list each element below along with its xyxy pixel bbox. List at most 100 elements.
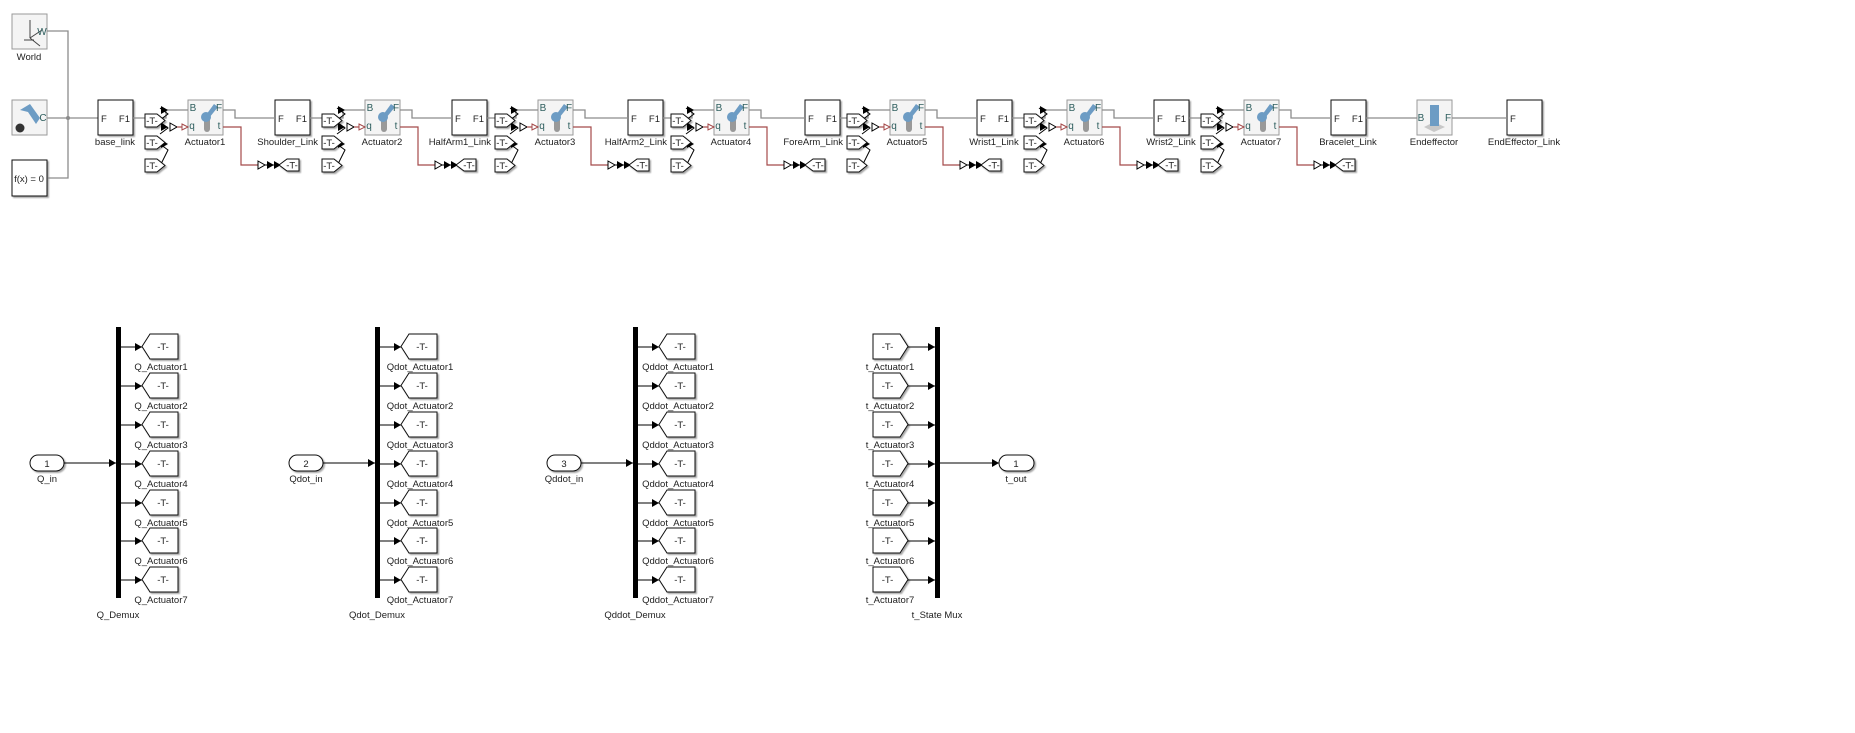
goto-tag[interactable]: -T- — [980, 158, 1002, 172]
goto-tag[interactable]: -T- — [658, 372, 696, 399]
from-tag[interactable]: -T- — [321, 158, 343, 173]
input-mux-actuator7[interactable] — [1213, 106, 1246, 171]
inport-number: 2 — [303, 459, 308, 470]
goto-tag[interactable]: -T- — [658, 333, 696, 360]
port-f: F — [216, 103, 222, 114]
input-mux-actuator6[interactable] — [1036, 106, 1069, 171]
from-tag[interactable]: -T- — [1023, 135, 1045, 150]
goto-tag[interactable]: -T- — [658, 489, 696, 516]
inport-label: Qddot_in — [545, 474, 584, 485]
from-tag[interactable]: -T- — [872, 372, 909, 399]
from-tag[interactable]: -T- — [872, 450, 909, 477]
from-tag[interactable]: -T- — [846, 135, 868, 150]
goto-tag[interactable]: -T- — [400, 489, 438, 516]
goto-tag[interactable]: -T- — [400, 450, 438, 477]
from-tag[interactable]: -T- — [846, 113, 868, 128]
goto-tag[interactable]: -T- — [455, 158, 477, 172]
from-tag[interactable]: -T- — [321, 135, 343, 150]
from-tag[interactable]: -T- — [494, 158, 516, 173]
goto-tag[interactable]: -T- — [400, 411, 438, 438]
from-tag[interactable]: -T- — [144, 135, 166, 150]
port-b: B — [540, 103, 547, 114]
from-tag[interactable]: -T- — [872, 411, 909, 438]
goto-tag[interactable]: -T- — [278, 158, 300, 172]
from-tag[interactable]: -T- — [1200, 135, 1222, 150]
mux-group-3[interactable]: t_State Mux-T-t_Actuator1-T-t_Actuator2-… — [866, 327, 1035, 621]
tag-shape — [846, 135, 868, 150]
solver-config-block[interactable]: f(x) = 0 — [11, 159, 48, 197]
from-tag[interactable]: -T- — [1023, 113, 1045, 128]
goto-tag[interactable]: -T- — [141, 333, 179, 360]
tag-shape — [872, 372, 909, 399]
goto-tag[interactable]: -T- — [658, 411, 696, 438]
goto-tag[interactable]: -T- — [400, 372, 438, 399]
input-mux-actuator3[interactable] — [507, 106, 540, 171]
input-mux-actuator4[interactable] — [683, 106, 716, 171]
from-tag[interactable]: -T- — [670, 113, 692, 128]
from-tag[interactable]: -T- — [846, 158, 868, 173]
from-tag[interactable]: -T- — [872, 566, 909, 593]
demux-group-2[interactable]: Qddot_Demux3Qddot_in-T-Qddot_Actuator1-T… — [545, 327, 714, 621]
goto-tag[interactable]: -T- — [141, 527, 179, 554]
from-tag[interactable]: -T- — [1023, 158, 1045, 173]
physical-connection — [749, 109, 805, 119]
torque-line — [1279, 126, 1314, 166]
goto-tag[interactable]: -T- — [141, 566, 179, 593]
goto-tag[interactable]: -T- — [1157, 158, 1179, 172]
from-tag[interactable]: -T- — [494, 113, 516, 128]
from-tag[interactable]: -T- — [144, 113, 166, 128]
tag-shape — [141, 489, 179, 516]
from-tag[interactable]: -T- — [144, 158, 166, 173]
port-t: t — [744, 121, 747, 132]
mechanism-config-block[interactable]: C — [11, 99, 48, 136]
input-mux-actuator2[interactable] — [334, 106, 367, 171]
input-mux-actuator1[interactable] — [157, 106, 190, 171]
goto-tag[interactable]: -T- — [141, 411, 179, 438]
input-mux-actuator5[interactable] — [859, 106, 892, 171]
goto-tag[interactable]: -T- — [141, 489, 179, 516]
goto-tag[interactable]: -T- — [658, 566, 696, 593]
goto-tag[interactable]: -T- — [400, 333, 438, 360]
from-tag[interactable]: -T- — [670, 135, 692, 150]
from-tag[interactable]: -T- — [872, 489, 909, 516]
demux-group-1[interactable]: Qdot_Demux2Qdot_in-T-Qdot_Actuator1-T-Qd… — [288, 327, 453, 621]
from-tag[interactable]: -T- — [670, 158, 692, 173]
goto-tag[interactable]: -T- — [658, 527, 696, 554]
goto-tag[interactable]: -T- — [1334, 158, 1356, 172]
tag-shape — [321, 135, 343, 150]
goto-tag[interactable]: -T- — [400, 527, 438, 554]
goto-tag[interactable]: -T- — [141, 372, 179, 399]
from-tag[interactable]: -T- — [321, 113, 343, 128]
from-tag[interactable]: -T- — [872, 527, 909, 554]
goto-tag[interactable]: -T- — [658, 450, 696, 477]
goto-tag[interactable]: -T- — [141, 450, 179, 477]
goto-tag[interactable]: -T- — [628, 158, 650, 172]
demux-group-0[interactable]: Q_Demux1Q_in-T-Q_Actuator1-T-Q_Actuator2… — [29, 327, 188, 621]
goto-tag[interactable]: -T- — [804, 158, 826, 172]
from-tag[interactable]: -T- — [872, 333, 909, 360]
from-tag[interactable]: -T- — [1200, 113, 1222, 128]
from-tag[interactable]: -T- — [494, 135, 516, 150]
goto-tag[interactable]: -T- — [400, 566, 438, 593]
from-tag[interactable]: -T- — [1200, 158, 1222, 173]
tag-shape — [628, 158, 650, 172]
